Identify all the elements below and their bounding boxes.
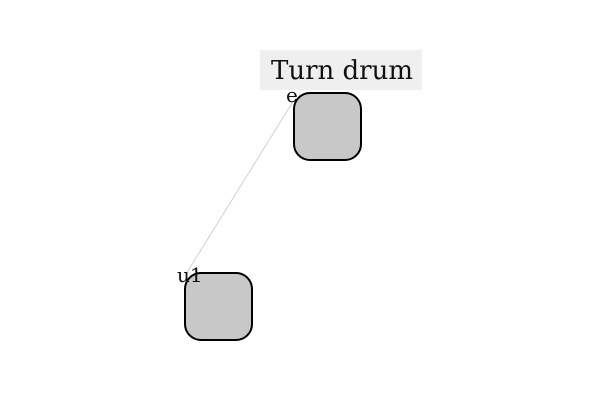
- node-title: Turn drum: [271, 56, 413, 86]
- title-background: [260, 50, 422, 90]
- node-upper[interactable]: e: [286, 83, 362, 161]
- node-lower-box[interactable]: [184, 272, 253, 341]
- title-box: Turn drum: [260, 50, 422, 90]
- connector-edge: [185, 99, 295, 275]
- node-lower[interactable]: u1: [177, 263, 253, 341]
- node-upper-box[interactable]: [293, 92, 362, 161]
- port-label-u1: u1: [177, 263, 203, 287]
- port-label-e: e: [286, 83, 298, 107]
